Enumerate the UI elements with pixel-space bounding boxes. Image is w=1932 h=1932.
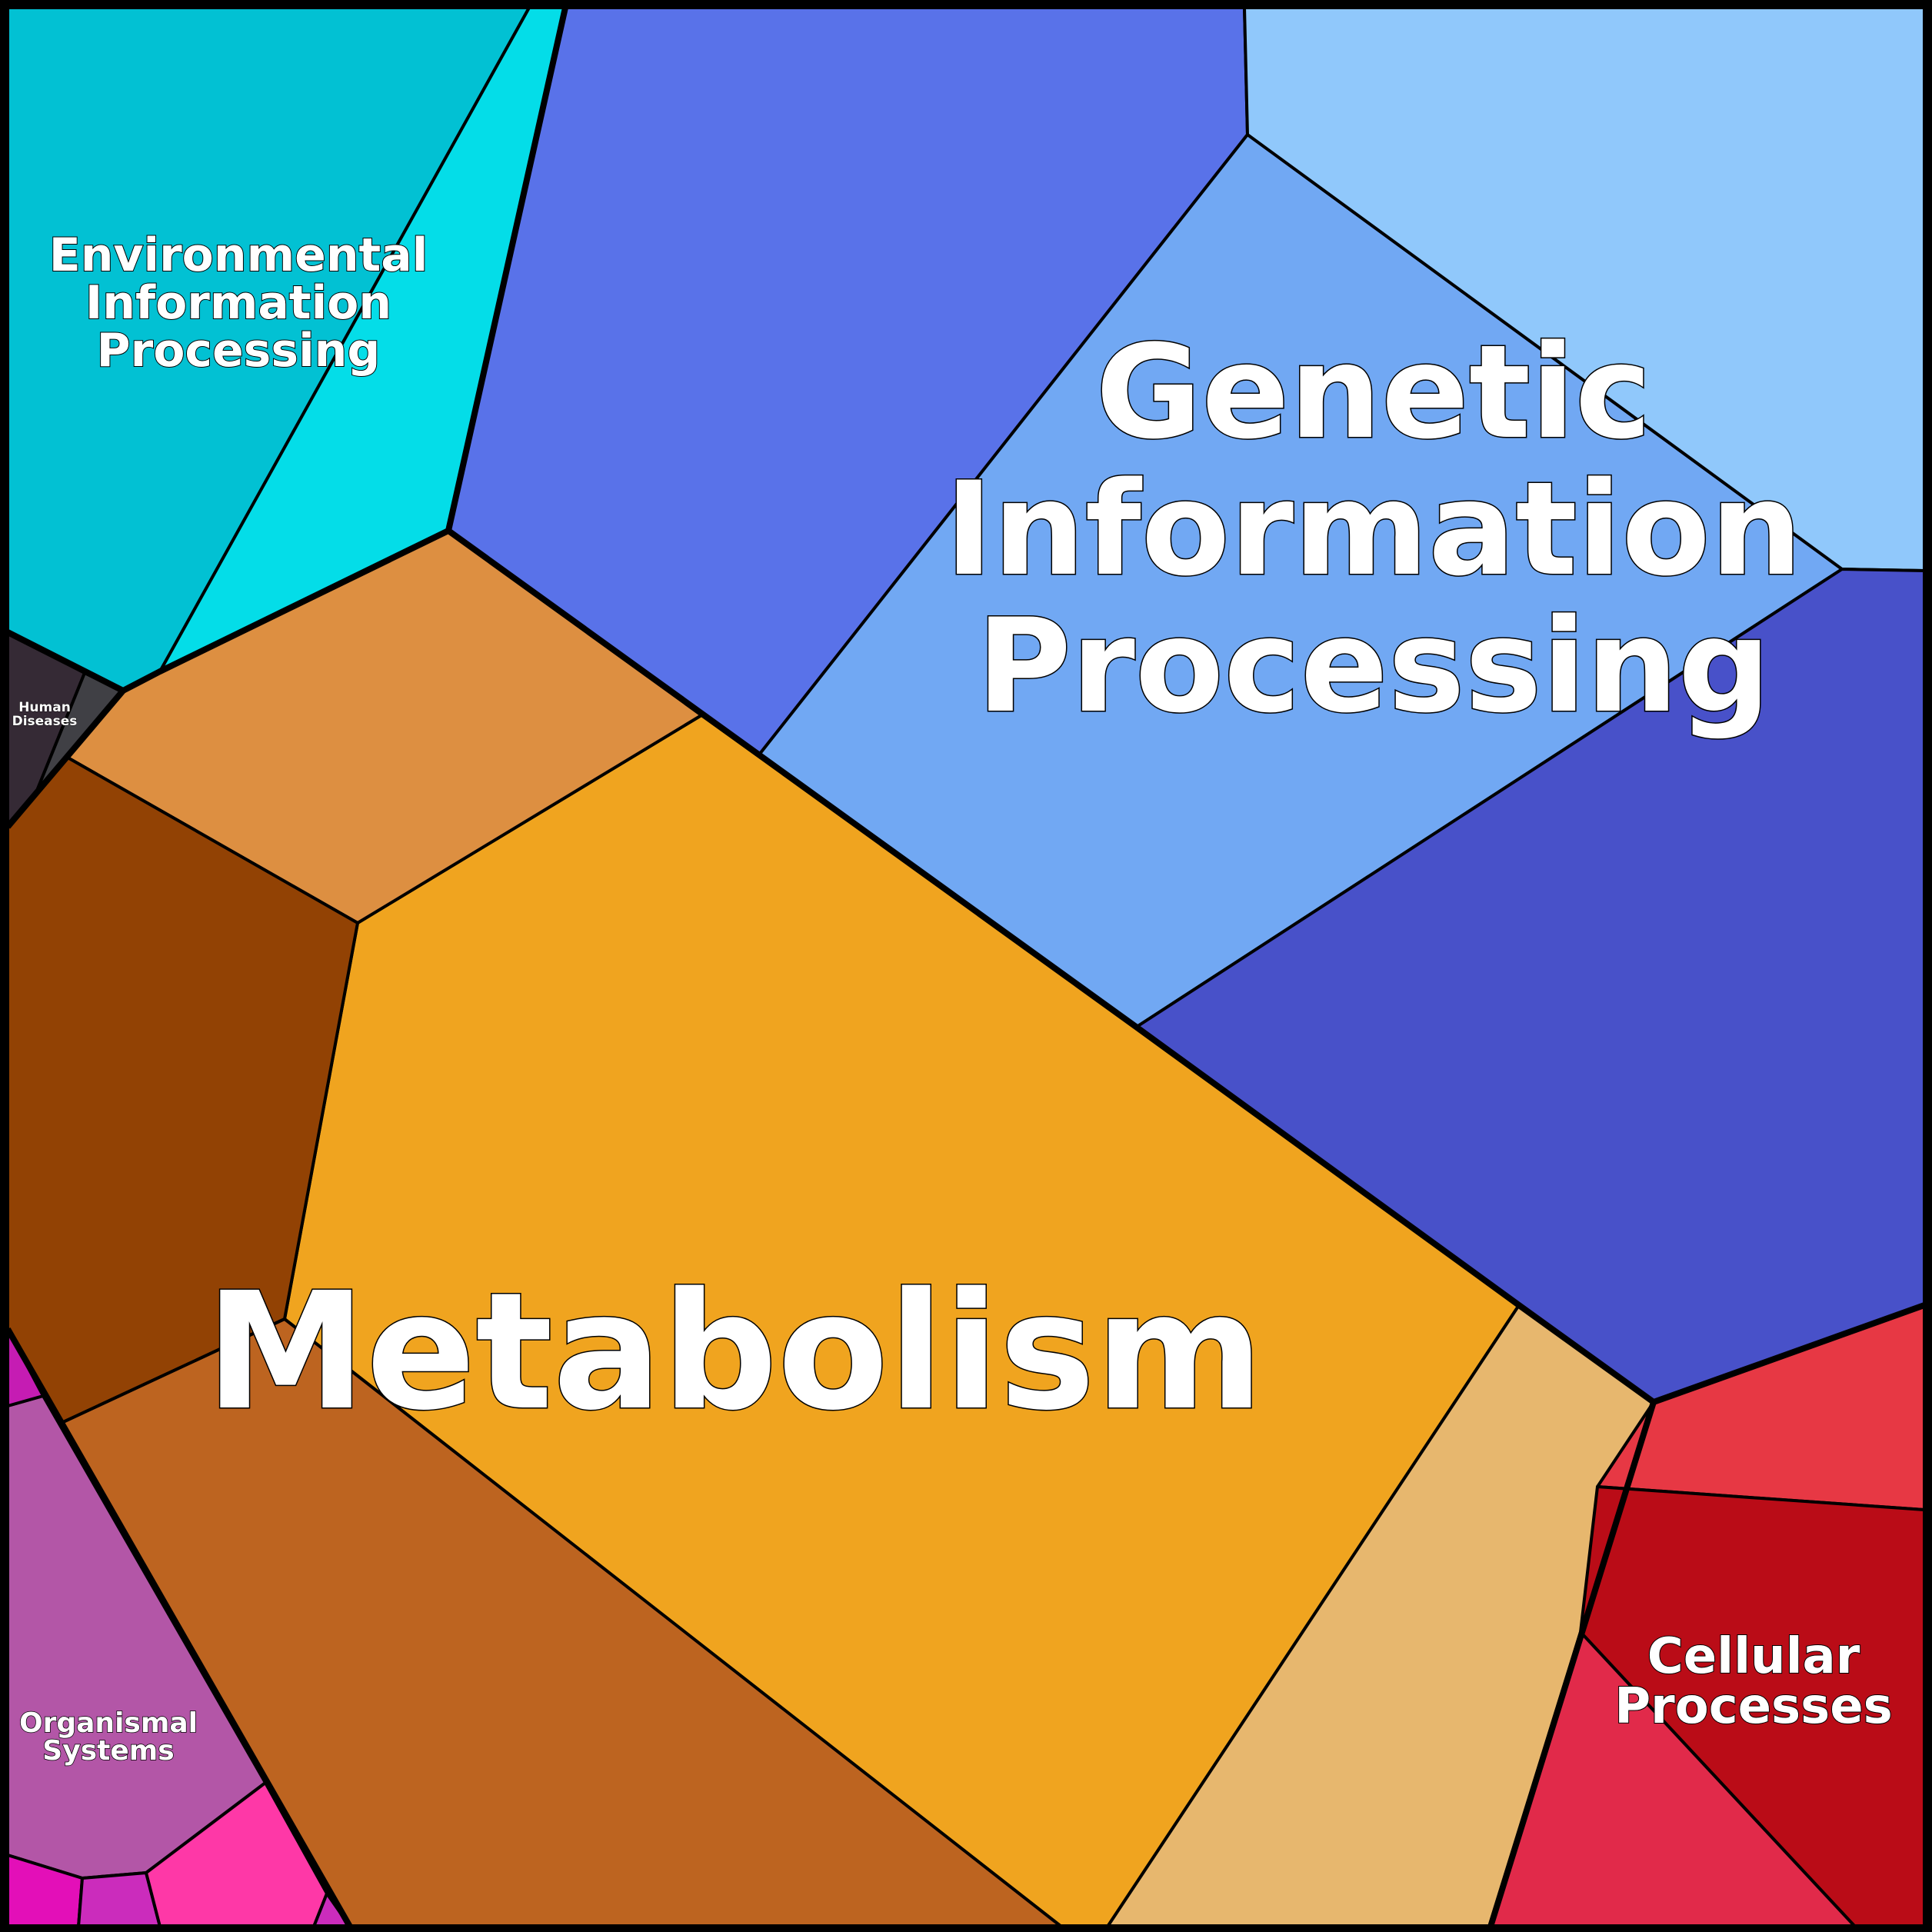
label-cellular-processes: Cellular Processes <box>1614 1627 1893 1736</box>
label-line: Metabolism <box>205 1257 1264 1446</box>
label-line: Diseases <box>12 714 78 729</box>
category-border <box>5 688 126 829</box>
label-line: Processes <box>1614 1678 1892 1735</box>
label-line: Systems <box>42 1735 174 1767</box>
label-environmental-information-processing: Environmental Information Processing <box>48 228 429 378</box>
category-border <box>5 1327 353 1928</box>
label-line: Environmental <box>49 228 428 282</box>
label-line: Processing <box>977 591 1770 741</box>
category-borders-layer <box>5 7 1926 1928</box>
label-genetic-information-processing: Genetic Information Processing <box>944 316 1804 743</box>
category-cellular-processes <box>1489 1304 1926 1928</box>
label-line: Processing <box>97 324 381 378</box>
category-border <box>6 528 450 694</box>
label-line: Information <box>945 454 1803 605</box>
label-line: Information <box>85 276 391 330</box>
label-line: Organismal <box>19 1707 198 1739</box>
label-line: Human <box>18 700 71 715</box>
label-metabolism: Metabolism <box>205 1257 1265 1447</box>
label-human-diseases: Human Diseases <box>12 700 78 730</box>
category-border <box>445 7 1657 1928</box>
category-metabolism <box>6 529 1655 1928</box>
category-border <box>1652 1302 1926 1405</box>
cells-layer <box>6 6 1926 1928</box>
label-line: Cellular <box>1647 1628 1860 1685</box>
label-organismal-systems: Organismal Systems <box>18 1707 198 1767</box>
category-genetic-information-processing <box>447 6 1926 1404</box>
label-line: Genetic <box>1096 317 1652 468</box>
